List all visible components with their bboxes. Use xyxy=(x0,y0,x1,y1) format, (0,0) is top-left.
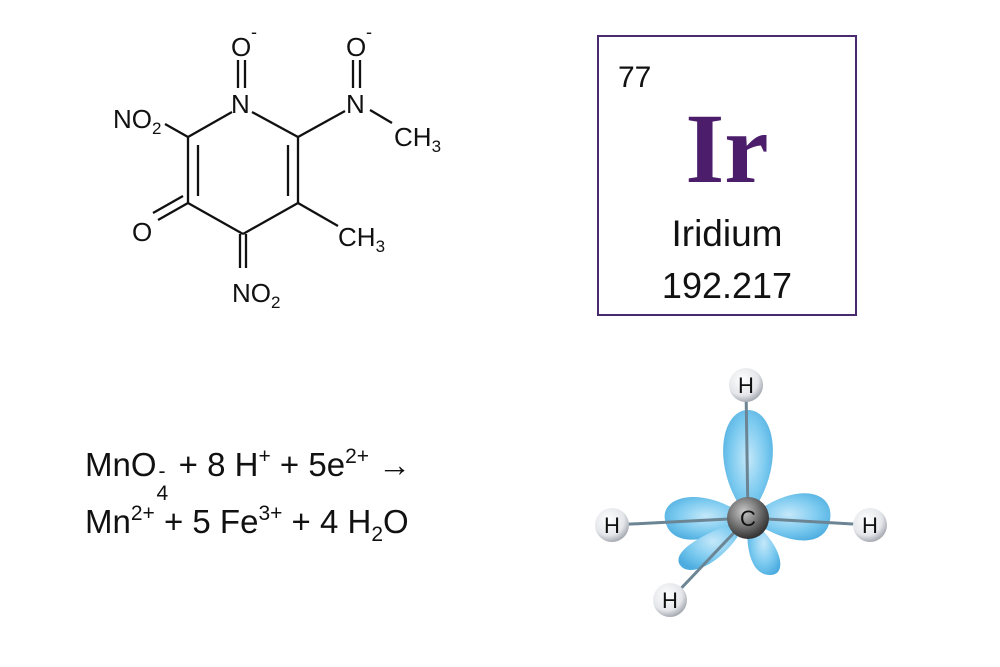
bonds xyxy=(152,60,393,268)
hydrogen-label: H xyxy=(738,373,754,398)
carbon-atom xyxy=(727,497,769,539)
nitrogen-ring-label: N xyxy=(231,89,250,119)
periodic-element-card: 77 Ir Iridium 192.217 xyxy=(597,35,857,316)
hydrogen-label: H xyxy=(862,513,878,538)
pyridine-n-oxide-structure: O - O - N N CH3 CH3 O NO2 NO2 xyxy=(113,22,441,312)
atomic-mass: 192.217 xyxy=(661,265,793,306)
hydrogen-atom-right xyxy=(853,508,887,542)
methyl-ring-label: CH3 xyxy=(338,222,385,256)
hydrogen-label: H xyxy=(604,513,620,538)
equation-line-1: MnO-4 + 8 H+ + 5e2+ → xyxy=(85,445,412,505)
oxygen-ring-label: O xyxy=(231,32,251,62)
hydrogen-atom-top xyxy=(729,368,763,402)
equation-line-2: Mn2+ + 5 Fe3+ + 4 H2O xyxy=(85,502,409,546)
hydrogen-atom-left xyxy=(595,508,629,542)
hydrogen-label: H xyxy=(662,588,678,613)
charge-label: - xyxy=(251,22,257,42)
methane-orbital-model: H H H H C xyxy=(595,368,887,617)
nitro-bottom-label: NO2 xyxy=(232,278,280,312)
charge-label: - xyxy=(366,22,372,42)
element-name: Iridium xyxy=(671,213,783,254)
methyl-n-label: CH3 xyxy=(394,122,441,156)
element-symbol: Ir xyxy=(685,93,769,204)
nitro-left-label: NO2 xyxy=(113,104,161,138)
hydrogen-atom-bottom xyxy=(653,583,687,617)
atomic-number: 77 xyxy=(618,61,652,94)
oxygen-side-label: O xyxy=(346,32,366,62)
carbon-label: C xyxy=(740,506,756,531)
keto-oxygen-label: O xyxy=(132,217,152,247)
nitrogen-side-label: N xyxy=(346,89,365,119)
